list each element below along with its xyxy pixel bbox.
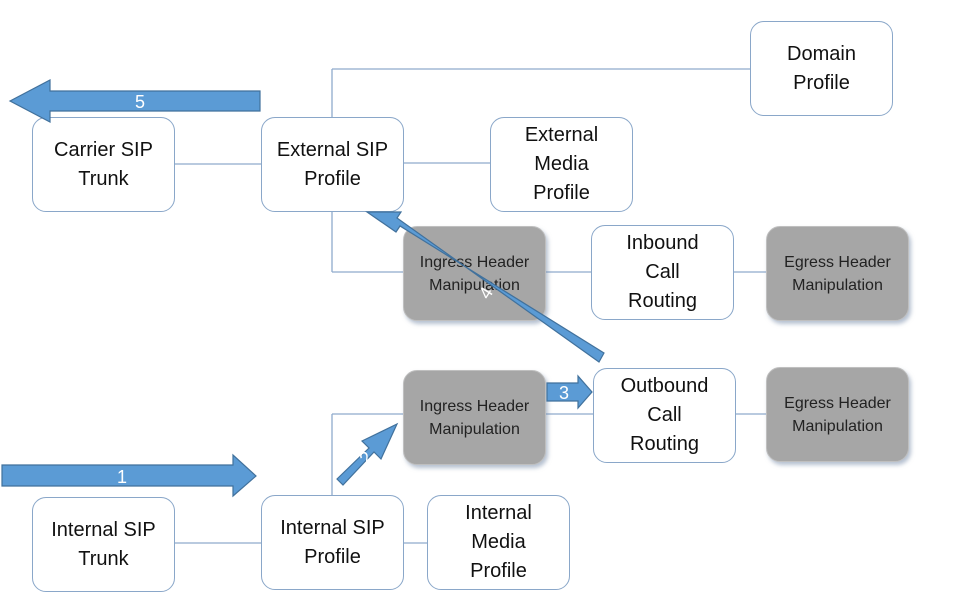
carrier-sip-trunk-box: Carrier SIP Trunk (32, 117, 175, 212)
step-arrow-3 (546, 374, 593, 410)
step-arrow-2 (336, 422, 399, 486)
step-label-1: 1 (117, 467, 127, 487)
step-label-3: 3 (559, 383, 569, 403)
egress-header-manipulation-outbound-box: Egress Header Manipulation (766, 367, 909, 462)
ingress-header-manipulation-outbound-box: Ingress Header Manipulation (403, 370, 546, 465)
step-arrow-1 (1, 453, 257, 498)
inbound-call-routing-box: Inbound Call Routing (591, 225, 734, 320)
internal-media-profile-box: Internal Media Profile (427, 495, 570, 590)
step-arrow-5 (8, 79, 261, 123)
outbound-call-routing-box: Outbound Call Routing (593, 368, 736, 463)
step-label-5: 5 (135, 92, 145, 112)
external-sip-profile-box: External SIP Profile (261, 117, 404, 212)
domain-profile-box: Domain Profile (750, 21, 893, 116)
external-media-profile-box: External Media Profile (490, 117, 633, 212)
internal-sip-profile-box: Internal SIP Profile (261, 495, 404, 590)
step-arrow-4 (365, 211, 605, 363)
egress-header-manipulation-inbound-box: Egress Header Manipulation (766, 226, 909, 321)
internal-sip-trunk-box: Internal SIP Trunk (32, 497, 175, 592)
